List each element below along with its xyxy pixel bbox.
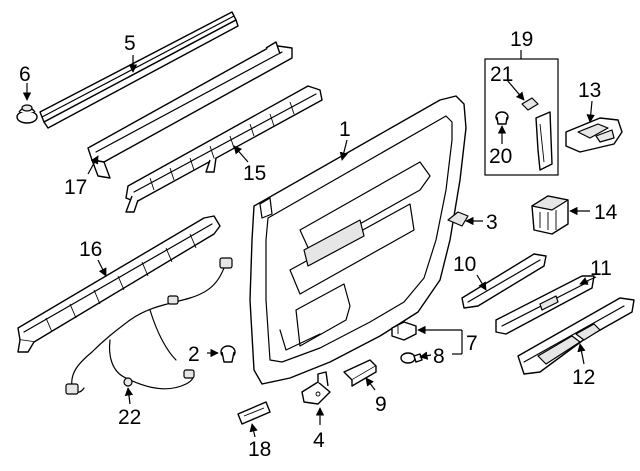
callout-18: 18 (248, 438, 271, 461)
callout-17: 17 (64, 176, 87, 199)
leader-lines (22, 55, 597, 438)
part-20-clip[interactable] (495, 111, 509, 125)
part-14-module[interactable] (531, 195, 569, 235)
part-3-pad[interactable] (447, 211, 469, 227)
callout-15: 15 (243, 162, 266, 185)
part-10-trim[interactable] (461, 253, 547, 309)
callout-7: 7 (466, 332, 478, 355)
part-12-armrest[interactable] (517, 297, 635, 375)
callout-13: 13 (578, 79, 601, 102)
part-15-reinforcement[interactable] (125, 85, 323, 213)
callout-1: 1 (339, 118, 351, 141)
part-8-bulb[interactable] (400, 352, 423, 364)
part-21-pad[interactable] (521, 97, 539, 111)
callout-2: 2 (188, 343, 200, 366)
callout-10: 10 (453, 253, 476, 276)
part-9-bracket[interactable] (343, 359, 377, 387)
callout-8: 8 (433, 345, 445, 368)
part-5-weatherstrip[interactable] (39, 11, 239, 129)
part-19-trim[interactable] (535, 111, 553, 171)
callout-4: 4 (313, 429, 325, 452)
part-4-bracket[interactable] (301, 371, 331, 405)
part-1-door-trim-panel[interactable] (249, 95, 467, 385)
callout-12: 12 (572, 366, 595, 389)
callout-21: 21 (490, 63, 513, 86)
part-6-clip[interactable] (16, 104, 38, 124)
part-11-bezel[interactable] (495, 275, 595, 335)
part-16-lower-rail[interactable] (17, 215, 221, 353)
callout-6: 6 (19, 63, 31, 86)
callout-22: 22 (118, 406, 141, 429)
callout-11: 11 (590, 257, 612, 280)
part-13-switch[interactable] (565, 117, 623, 153)
callout-20: 20 (489, 145, 512, 168)
callout-14: 14 (594, 201, 618, 224)
callout-9: 9 (375, 393, 387, 416)
part-19-group-box (484, 50, 559, 176)
part-2-clip[interactable] (220, 345, 236, 363)
part-7-bracket[interactable] (391, 321, 417, 341)
callout-16: 16 (79, 238, 102, 261)
part-18-label[interactable] (237, 401, 271, 425)
callout-3: 3 (486, 211, 498, 234)
callout-19: 19 (510, 28, 533, 51)
callout-5: 5 (124, 32, 136, 55)
part-22-wiring-harness[interactable] (65, 257, 233, 395)
